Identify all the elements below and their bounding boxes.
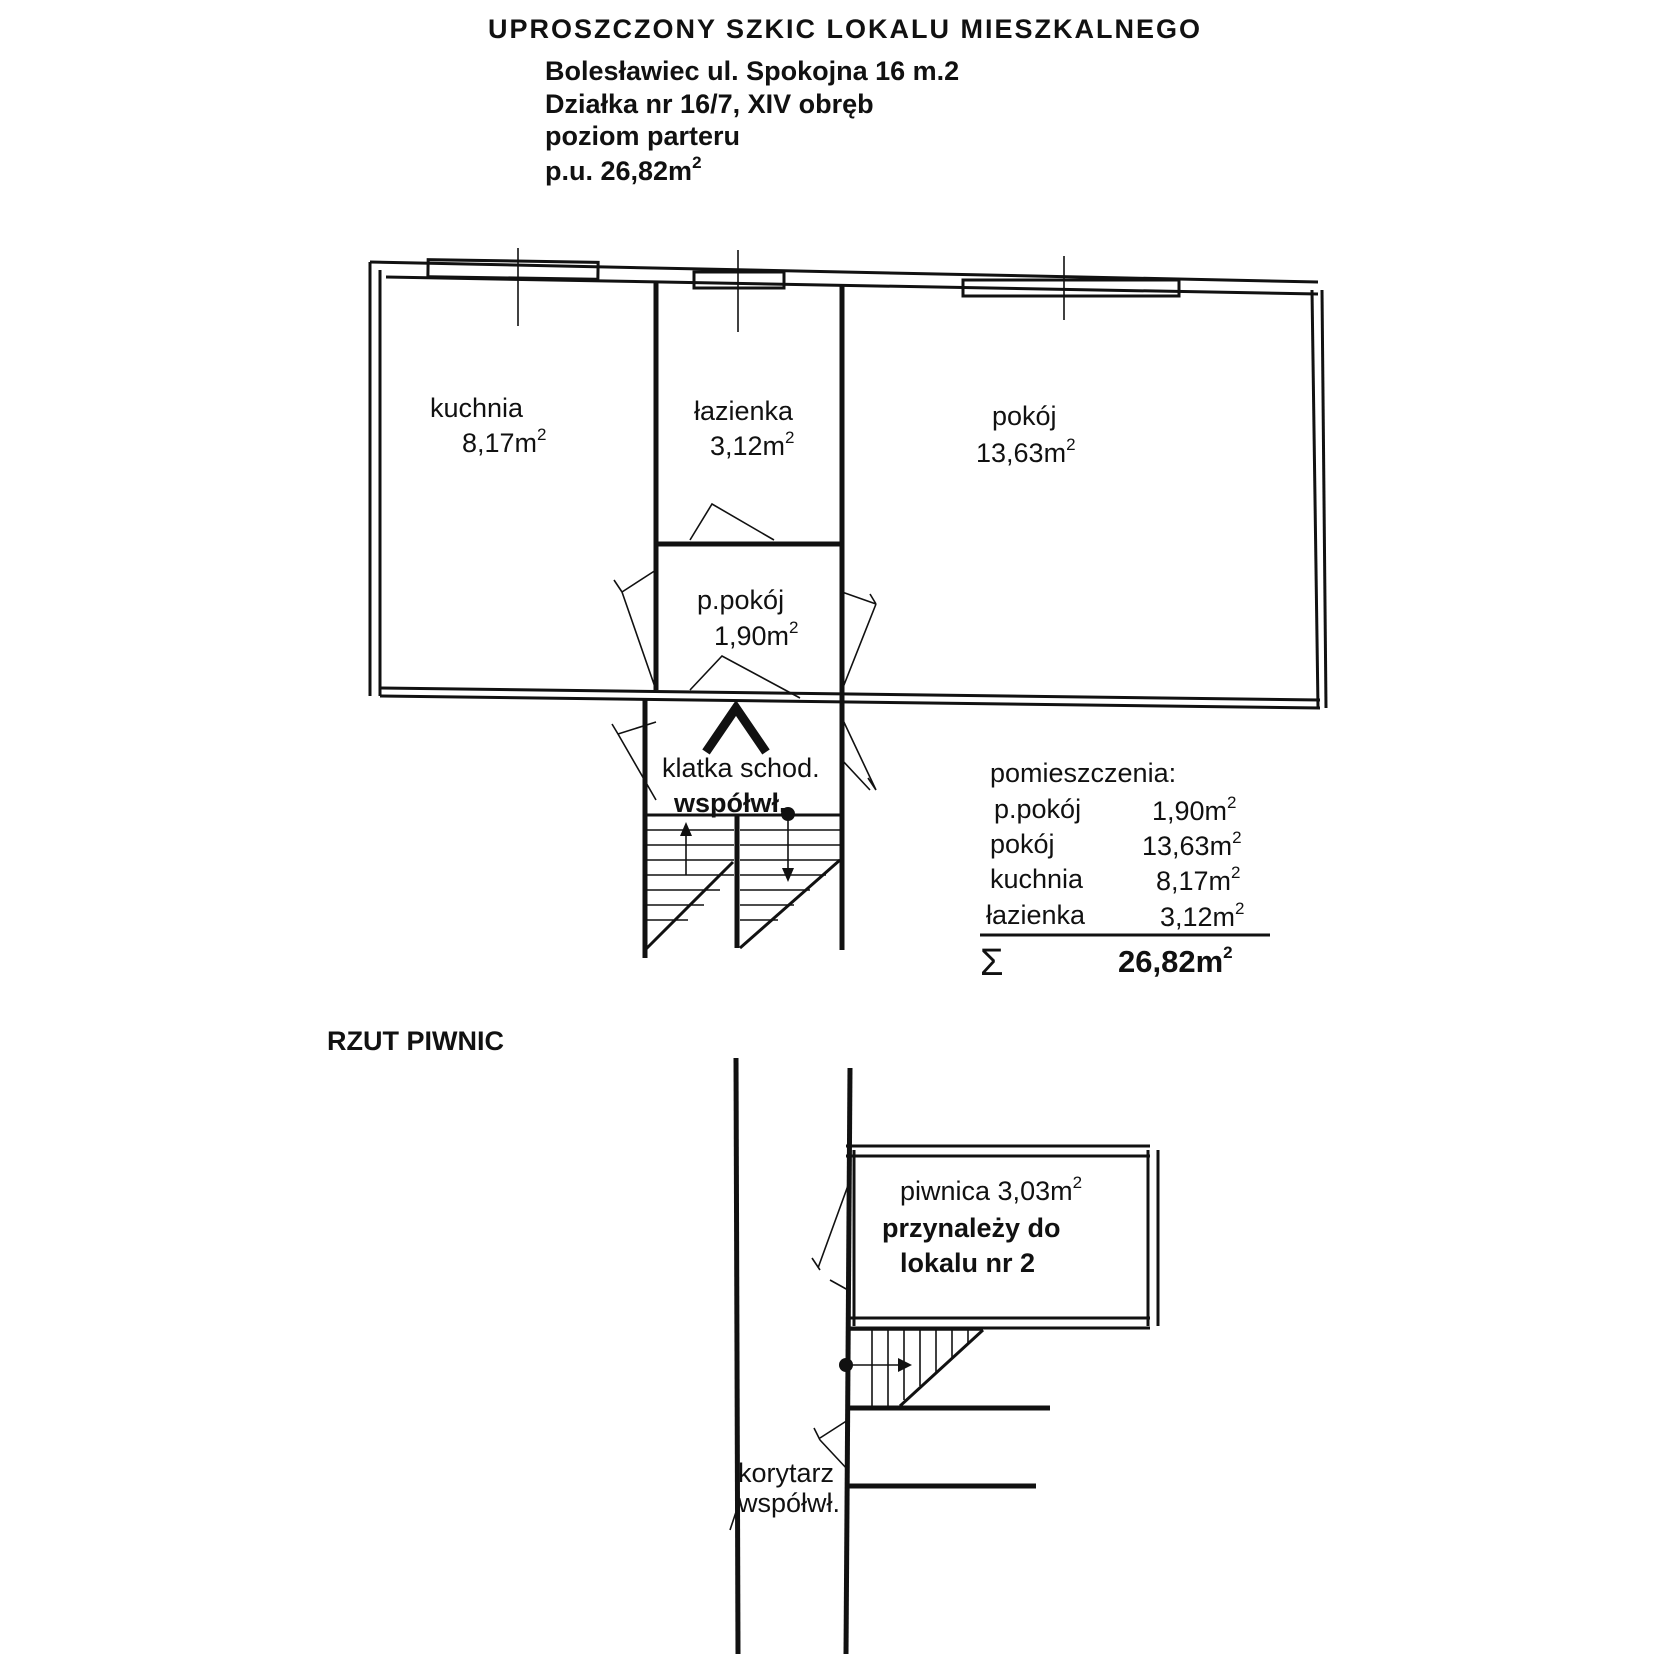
hall-label: p.pokój — [697, 585, 784, 615]
room-area: 13,63m2 — [976, 435, 1076, 468]
staircase-drawing — [642, 700, 845, 958]
level-line: poziom parteru — [545, 121, 740, 151]
summary-heading: pomieszczenia: — [990, 758, 1176, 788]
plot-line: Działka nr 16/7, XIV obręb — [545, 89, 874, 119]
cellar-walls — [811, 1144, 1160, 1330]
staircase-label: klatka schod. — [662, 753, 820, 783]
summary-total: 26,82m2 — [1118, 943, 1233, 979]
summary-row-area: 1,90m2 — [1152, 793, 1237, 826]
kitchen-label: kuchnia — [430, 393, 524, 423]
summary-row-name: łazienka — [986, 900, 1086, 930]
summary-row-area: 3,12m2 — [1160, 899, 1245, 932]
outer-walls — [368, 260, 1328, 710]
cellar-label: piwnica 3,03m2 — [900, 1173, 1082, 1206]
doors — [611, 502, 877, 801]
basement-plan: RZUT PIWNIC — [327, 1026, 1160, 1655]
sketch-title: UPROSZCZONY SZKIC LOKALU MIESZKALNEGO — [488, 14, 1202, 44]
summary-row-name: kuchnia — [990, 864, 1084, 894]
entrance-arrow-icon — [702, 700, 770, 755]
room-label: pokój — [992, 401, 1057, 431]
kitchen-area: 8,17m2 — [462, 425, 547, 458]
sigma-symbol: Σ — [980, 942, 1004, 984]
summary-row-area: 13,63m2 — [1142, 828, 1242, 861]
room-labels: kuchnia 8,17m2 łazienka 3,12m2 pokój 13,… — [430, 393, 1076, 818]
address-line: Bolesławiec ul. Spokojna 16 m.2 — [545, 56, 959, 86]
interior-walls — [653, 282, 845, 700]
summary-row-area: 8,17m2 — [1156, 863, 1241, 896]
summary-row-name: p.pokój — [994, 794, 1081, 824]
ground-floor-plan: kuchnia 8,17m2 łazienka 3,12m2 pokój 13,… — [368, 248, 1328, 958]
basement-heading: RZUT PIWNIC — [327, 1026, 504, 1056]
area-summary: pomieszczenia: p.pokój 1,90m2 pokój 13,6… — [980, 758, 1270, 984]
hall-area: 1,90m2 — [714, 618, 799, 651]
cellar-note-line2: lokalu nr 2 — [900, 1248, 1035, 1278]
basement-stairs — [839, 1328, 985, 1408]
bathroom-label: łazienka — [694, 396, 794, 426]
corridor-ownership: współwł. — [737, 1488, 840, 1518]
staircase-ownership: współwł. — [673, 788, 787, 818]
bathroom-window — [692, 270, 786, 290]
bathroom-area: 3,12m2 — [710, 428, 795, 461]
corridor-label: korytarz — [738, 1458, 834, 1488]
cellar-note-line1: przynależy do — [882, 1213, 1061, 1243]
usable-area-line: p.u. 26,82m2 — [545, 153, 702, 186]
header: UPROSZCZONY SZKIC LOKALU MIESZKALNEGO Bo… — [488, 14, 1202, 186]
usable-area-value: p.u. 26,82m — [545, 156, 692, 186]
room-window — [961, 278, 1181, 298]
usable-area-unit-sup: 2 — [692, 153, 701, 172]
summary-row-name: pokój — [990, 829, 1055, 859]
kitchen-window — [426, 258, 600, 281]
windows — [426, 248, 1181, 332]
